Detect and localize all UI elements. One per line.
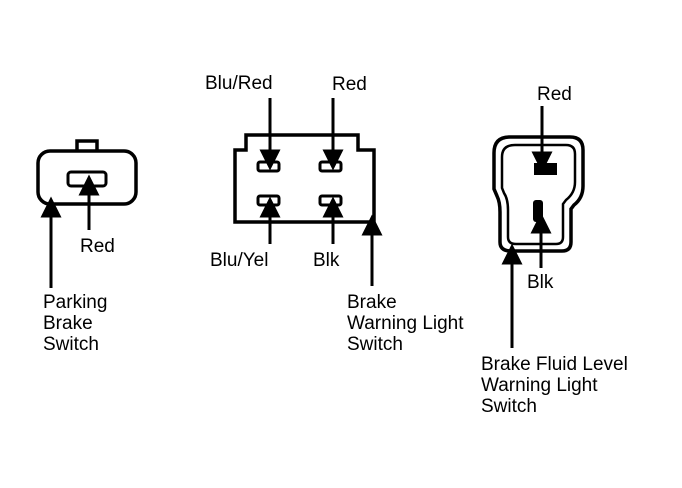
warning-blk-label: Blk — [313, 250, 340, 271]
fluid-title-line-3: Switch — [481, 396, 537, 417]
fluid-blk-label: Blk — [527, 272, 554, 293]
fluid-title-line-1: Brake Fluid Level — [481, 354, 628, 375]
blu-red-label: Blu/Red — [205, 73, 273, 94]
fluid-blk-terminal — [533, 200, 543, 222]
warning-title-line-1: Brake — [347, 292, 397, 313]
fluid-level-switch-connector — [492, 135, 585, 253]
parking-title-line-1: Parking — [43, 292, 108, 313]
parking-title-line-3: Switch — [43, 334, 99, 355]
fluid-red-terminal — [534, 163, 557, 175]
warning-title-line-2: Warning Light — [347, 313, 464, 334]
warning-light-switch-connector — [233, 133, 376, 224]
parking-title-line-2: Brake — [43, 313, 93, 334]
warning-switch-title: Brake Warning Light Switch — [347, 292, 464, 355]
fluid-red-label: Red — [537, 84, 572, 105]
warning-title-line-3: Switch — [347, 334, 403, 355]
parking-red-label: Red — [80, 236, 115, 257]
fluid-title-line-2: Warning Light — [481, 375, 598, 396]
warning-red-label: Red — [332, 74, 367, 95]
parking-switch-title: Parking Brake Switch — [43, 292, 107, 355]
parking-brake-switch-connector — [36, 139, 138, 206]
fluid-switch-title: Brake Fluid Level Warning Light Switch — [481, 354, 628, 417]
blu-yel-label: Blu/Yel — [210, 250, 269, 271]
